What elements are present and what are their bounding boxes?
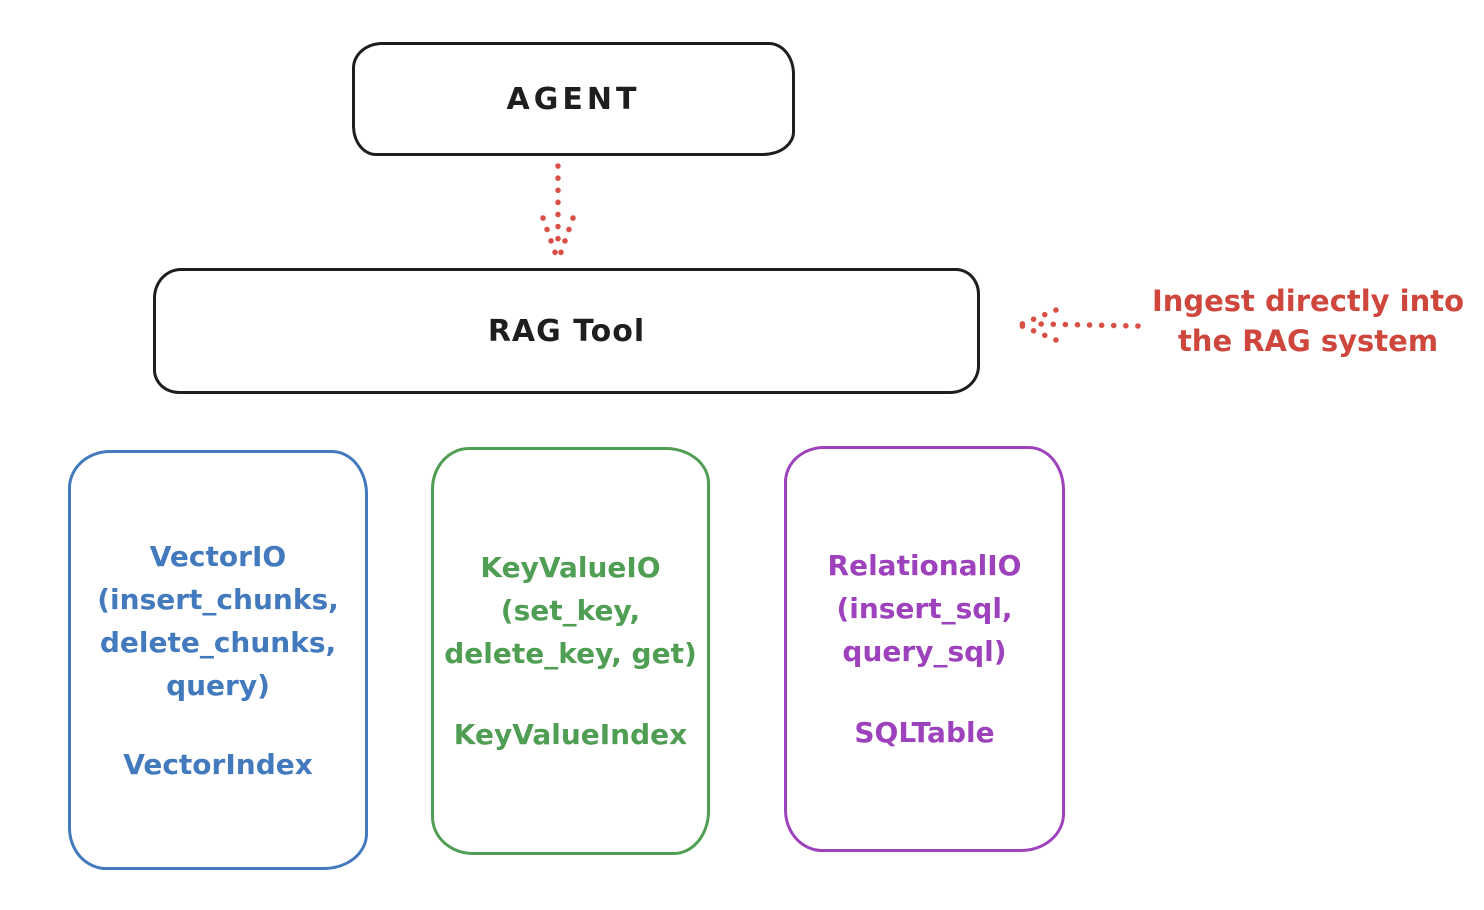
agent-to-ragtool-arrow-icon xyxy=(540,163,576,261)
relational-io-box: RelationalIO (insert_sql, query_sql) SQL… xyxy=(784,446,1065,852)
keyvalue-io-param-line: (set_key, xyxy=(500,594,641,627)
vector-io-param-line: delete_chunks, xyxy=(99,625,337,659)
vector-io-box: VectorIO (insert_chunks, delete_chunks, … xyxy=(68,450,368,870)
ingest-annotation-line1: Ingest directly into xyxy=(1151,284,1465,318)
keyvalue-index-label: KeyValueIndex xyxy=(453,718,688,751)
rag-tool-node-label: RAG Tool xyxy=(487,313,646,349)
relational-io-title: RelationalIO xyxy=(827,549,1022,582)
agent-node: AGENT xyxy=(352,42,795,156)
keyvalue-io-title: KeyValueIO xyxy=(480,551,661,584)
vector-io-param-line: query) xyxy=(166,668,270,702)
relational-io-param-line: (insert_sql, xyxy=(836,592,1013,625)
keyvalue-io-box: KeyValueIO (set_key, delete_key, get) Ke… xyxy=(431,447,710,855)
vector-io-title: VectorIO xyxy=(149,539,287,573)
ingest-annotation: Ingest directly into the RAG system xyxy=(1138,281,1478,361)
ingest-arrow-icon xyxy=(1019,307,1141,343)
agent-node-label: AGENT xyxy=(506,81,641,117)
keyvalue-io-param-line: delete_key, get) xyxy=(444,637,697,670)
vector-index-label: VectorIndex xyxy=(123,747,313,781)
sql-table-label: SQLTable xyxy=(854,716,995,749)
relational-io-param-line: query_sql) xyxy=(842,635,1007,668)
rag-tool-node: RAG Tool xyxy=(153,268,980,394)
ingest-annotation-line2: the RAG system xyxy=(1177,324,1439,358)
vector-io-param-line: (insert_chunks, xyxy=(97,582,339,616)
